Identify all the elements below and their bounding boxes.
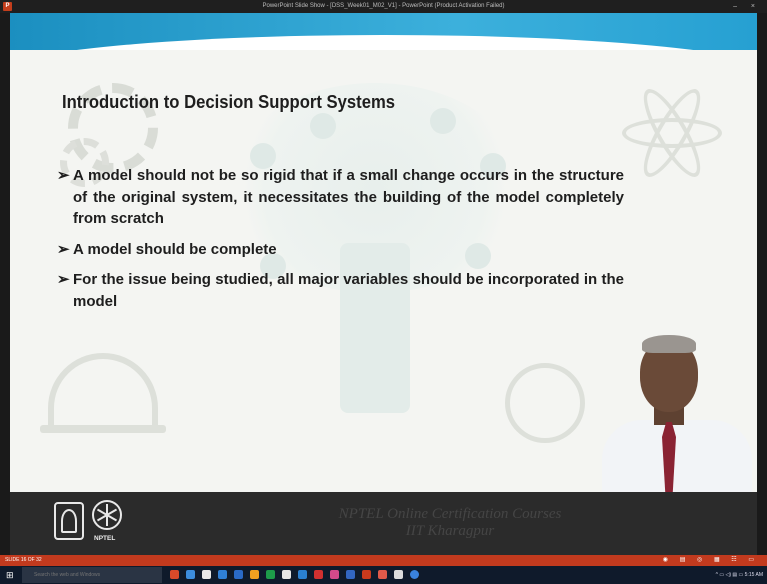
slide-canvas[interactable]: Introduction to Decision Support Systems… [10, 13, 757, 555]
bullet-text: A model should be complete [73, 240, 277, 258]
tech-tree-trunk [340, 243, 410, 413]
app-icon[interactable] [202, 570, 211, 579]
tech-bubble-icon [465, 243, 491, 269]
footer-course-text: NPTEL Online Certification Courses IIT K… [310, 506, 590, 540]
footer-line-2: IIT Kharagpur [405, 523, 495, 539]
edge-icon[interactable] [218, 570, 227, 579]
nptel-logo-label: NPTEL [94, 535, 116, 542]
bullet-text: A model should not be so rigid that if a… [73, 167, 624, 227]
footer-line-1: NPTEL Online Certification Courses [338, 506, 562, 522]
bullet-text: For the issue being studied, all major v… [73, 271, 624, 310]
bullet-item: ➢ For the issue being studied, all major… [57, 269, 624, 312]
nptel-logo-icon [92, 500, 122, 530]
window-title: PowerPoint Slide Show - [DSS_Week01_M02_… [262, 3, 505, 9]
app-icon[interactable] [186, 570, 195, 579]
system-tray[interactable]: ^ ▭ ◁) ▤ ▭ 5:15 AM [715, 572, 763, 578]
arrow-bullet-icon: ➢ [57, 167, 70, 184]
app-icon[interactable] [346, 570, 355, 579]
app-icon[interactable] [282, 570, 291, 579]
gear-icon[interactable] [394, 570, 403, 579]
app-icon[interactable] [378, 570, 387, 579]
window-controls[interactable]: – × [733, 3, 761, 10]
app-icon[interactable] [170, 570, 179, 579]
taskbar-pinned-apps [170, 568, 419, 582]
bullet-item: ➢ A model should be complete [57, 239, 624, 261]
slide-footer: NPTEL NPTEL Online Certification Courses… [10, 492, 757, 555]
slide-header-band [10, 13, 757, 75]
arrow-bullet-icon: ➢ [57, 240, 70, 258]
slide-counter: SLIDE 16 OF 32 [5, 557, 42, 563]
tech-bubble-icon [260, 253, 286, 279]
app-icon[interactable] [250, 570, 259, 579]
app-icon[interactable] [314, 570, 323, 579]
powerpoint-taskbar-icon[interactable] [362, 570, 371, 579]
presenter-video [592, 330, 757, 500]
bullet-item: ➢ A model should not be so rigid that if… [57, 165, 624, 230]
app-icon[interactable] [234, 570, 243, 579]
windows-start-icon[interactable]: ⊞ [6, 570, 14, 580]
windows-taskbar: ⊞ ^ ▭ ◁) ▤ ▭ 5:15 AM [0, 566, 767, 584]
slideshow-statusbar: SLIDE 16 OF 32 ◉ ▤ ◎ ▦ ☷ ▭ [0, 555, 767, 566]
app-icon[interactable] [410, 570, 419, 579]
hard-hat-brim [40, 425, 166, 433]
view-buttons[interactable]: ◉ ▤ ◎ ▦ ☷ ▭ [662, 557, 759, 563]
atom-icon [622, 82, 722, 184]
tech-bubble-icon [480, 153, 506, 179]
gear-icon [60, 138, 109, 187]
app-icon[interactable] [298, 570, 307, 579]
powerpoint-app-icon[interactable]: P [3, 2, 12, 11]
app-icon[interactable] [266, 570, 275, 579]
flask-icon [505, 363, 585, 443]
taskbar-search-input[interactable] [22, 567, 162, 583]
window-titlebar: P PowerPoint Slide Show - [DSS_Week01_M0… [0, 0, 767, 13]
gear-icon [68, 83, 158, 173]
tech-bubble-icon [310, 113, 336, 139]
arrow-bullet-icon: ➢ [57, 271, 70, 288]
bullet-list: ➢ A model should not be so rigid that if… [57, 165, 624, 321]
slide-title: Introduction to Decision Support Systems [62, 91, 396, 112]
tech-bubble-icon [430, 108, 456, 134]
app-icon[interactable] [330, 570, 339, 579]
hard-hat-icon [48, 353, 158, 428]
iit-kharagpur-logo-icon [54, 502, 84, 540]
tech-bubble-icon [250, 143, 276, 169]
